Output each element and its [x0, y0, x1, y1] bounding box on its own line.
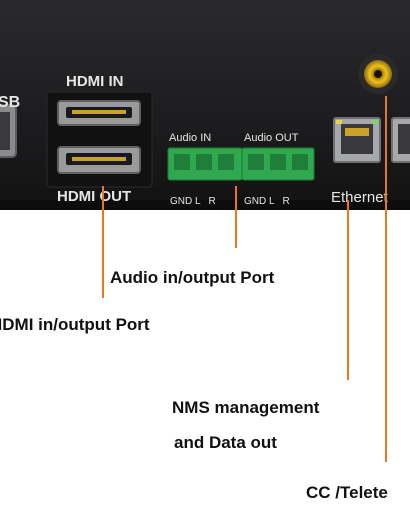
audio-in-terminal	[167, 147, 243, 181]
usb-port	[0, 104, 17, 158]
audio-out-terminal	[241, 147, 315, 181]
audio-callout-line	[235, 186, 237, 248]
hdmi-out-label: HDMI OUT	[57, 188, 132, 205]
usb-label: SB	[0, 94, 21, 111]
hdmi-out-port	[57, 146, 141, 174]
audio-out-pins: GND L R	[244, 196, 290, 207]
device-rear-panel	[0, 0, 410, 210]
hdmi-in-port	[57, 100, 141, 126]
hdmi-port-callout: HDMI in/output Port	[0, 315, 150, 334]
nms-callout-line2: and Data out	[174, 433, 277, 452]
audio-in-pins: GND L R	[170, 196, 216, 207]
audio-port-callout: Audio in/output Port	[110, 268, 275, 287]
hdmi-in-label: HDMI IN	[66, 73, 124, 90]
ethernet-port-2	[391, 117, 410, 163]
audio-out-label: Audio OUT	[244, 132, 299, 144]
rca-jack	[358, 54, 398, 94]
cc-callout-line	[385, 96, 387, 462]
nms-callout-line1: NMS management	[172, 398, 320, 417]
ethernet-port	[333, 117, 381, 163]
hdmi-callout-line	[102, 186, 104, 298]
audio-in-label: Audio IN	[169, 132, 212, 144]
ethernet-label: Ethernet	[331, 189, 388, 206]
cc-callout: CC /Telete	[306, 483, 388, 502]
nms-callout-line	[347, 200, 349, 380]
